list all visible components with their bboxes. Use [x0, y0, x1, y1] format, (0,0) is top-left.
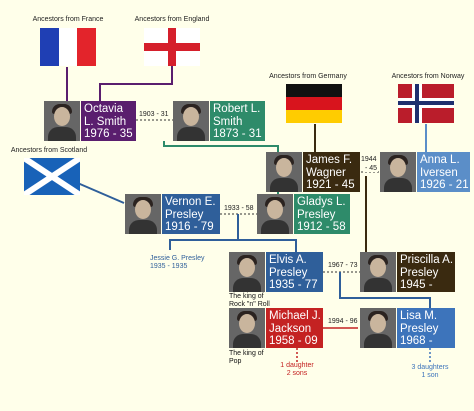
portrait-robert: [173, 101, 209, 141]
portrait-gladys: [257, 194, 293, 234]
portrait-anna: [380, 152, 416, 192]
france-flag-icon: [40, 28, 96, 66]
marriage-date-smith: 1903 - 31: [138, 111, 170, 118]
portrait-priscilla: [360, 252, 396, 292]
group-label-norway: Ancestors from Norway: [391, 73, 465, 80]
germany-flag-icon: [286, 84, 342, 123]
norway-flag-icon: [398, 84, 454, 123]
portrait-lisa: [360, 308, 396, 348]
group-label-scotland: Ancestors from Scotland: [10, 147, 88, 154]
marriage-date-presley-vg: 1933 - 58: [223, 205, 255, 212]
marriage-date-presley-ep: 1967 - 73: [327, 262, 359, 269]
group-label-germany: Ancestors from Germany: [269, 73, 347, 80]
sibling-jessie-presley: Jessie G. Presley 1935 - 1935: [150, 255, 205, 270]
portrait-michael: [229, 308, 265, 348]
portrait-james: [266, 152, 302, 192]
marriage-date-wagner-start: 1944: [360, 156, 378, 163]
portrait-vernon: [125, 194, 161, 234]
portrait-elvis: [229, 252, 265, 292]
portrait-octavia: [44, 101, 80, 141]
group-label-england: Ancestors from England: [134, 16, 210, 23]
scotland-flag-icon: [24, 158, 80, 195]
marriage-date-wagner-end: - 45: [364, 165, 379, 172]
england-flag-icon: [144, 28, 200, 66]
marriage-date-jackson: 1994 - 96: [327, 318, 359, 325]
group-label-france: Ancestors from France: [32, 16, 104, 23]
